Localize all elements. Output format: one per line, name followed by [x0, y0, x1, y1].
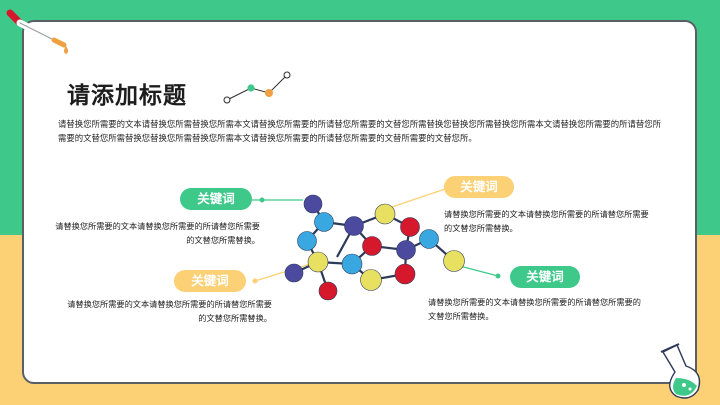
- keyword-text-2: 请替换您所需要的文本请替换您所需要的所请替您所需要的文替您所需替换。: [67, 299, 272, 323]
- flask-icon: [660, 343, 701, 399]
- keyword-badge-3: 关键词: [444, 176, 514, 198]
- keyword-text-3: 请替换您所需要的文本请替换您所需要的所请替您所需要的文替您所需替换。: [444, 209, 649, 233]
- slide-card: [22, 20, 697, 384]
- keyword-badge-4: 关键词: [510, 266, 580, 288]
- molecule-atoms: [284, 194, 465, 301]
- intro-paragraph: 请替换您所需要的文本请替换您所需替换您所需本文请替换您所需要的所请替您所需要的文…: [58, 119, 661, 143]
- keyword-badge-2: 关键词: [174, 270, 246, 292]
- keyword-text-1: 请替换您所需要的文本请替换您所需要的所请替您所需要的文替您所需替换。: [55, 221, 260, 245]
- keyword-badge-1: 关键词: [180, 188, 252, 210]
- dropper-icon: [6, 9, 68, 54]
- connector-lines: [252, 185, 501, 284]
- line-chart-icon: [223, 71, 291, 104]
- slide-title: 请添加标题: [67, 83, 187, 109]
- keyword-text-4: 请替换您所需要的文本请替换您所需要的所请替您所需要的文替您所需替换。: [428, 297, 641, 321]
